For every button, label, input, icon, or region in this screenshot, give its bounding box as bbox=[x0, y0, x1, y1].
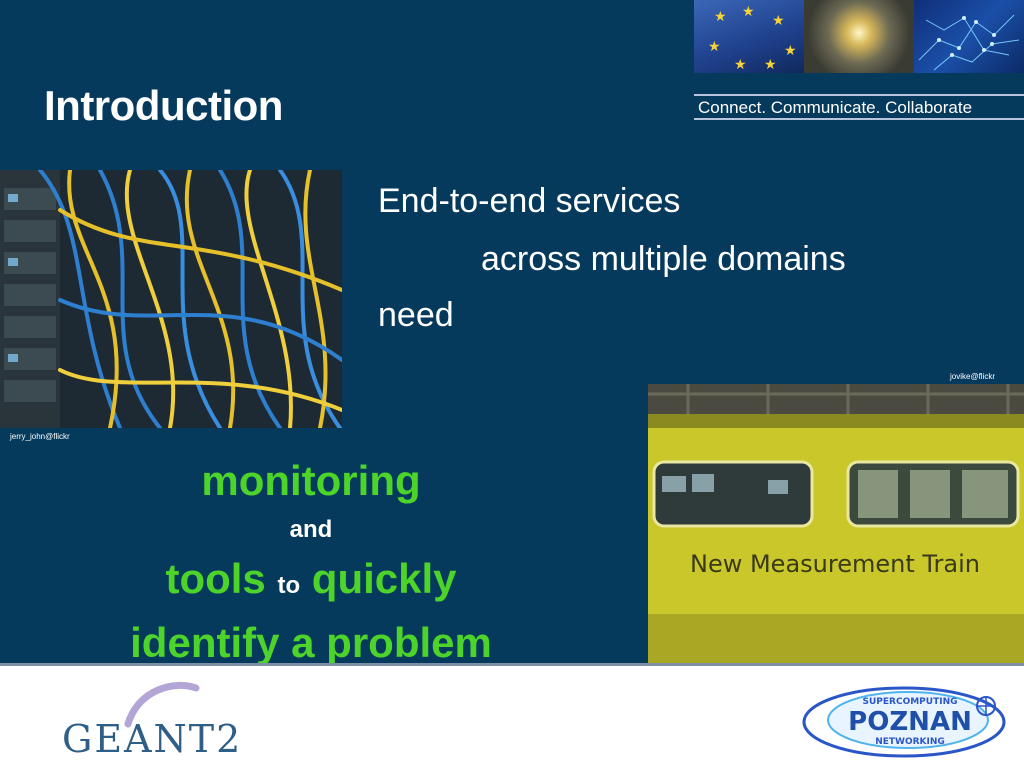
light-burst-image bbox=[804, 0, 914, 73]
header-banner: ★ ★ ★ ★ ★ ★ ★ bbox=[694, 0, 1024, 73]
slide-background: Introduction ★ ★ ★ ★ ★ ★ ★ bbox=[0, 0, 1024, 663]
poznan-logo: SUPERCOMPUTING POZNAN NETWORKING bbox=[800, 682, 1012, 760]
network-map-image bbox=[914, 0, 1024, 73]
geant2-logo: GEANT2 bbox=[62, 676, 262, 762]
emphasis-identify: identify a problem bbox=[130, 619, 492, 663]
cables-photo-credit: jerry_john@flickr bbox=[10, 432, 70, 441]
poznan-logo-main: POZNAN bbox=[848, 707, 972, 737]
emphasis-and: and bbox=[289, 516, 333, 543]
train-sign-text: New Measurement Train bbox=[690, 550, 980, 578]
emphasis-monitoring: monitoring bbox=[201, 457, 421, 504]
emphasis-tools-line: tools to quickly bbox=[100, 553, 522, 612]
train-photo: New Measurement Train bbox=[648, 384, 1024, 663]
tagline-text: Connect. Communicate. Collaborate bbox=[698, 98, 973, 117]
cables-photo bbox=[0, 170, 342, 428]
body-line-3: need bbox=[378, 296, 454, 334]
body-line-2: across multiple domains bbox=[481, 240, 846, 278]
geant2-logo-text: GEANT2 bbox=[62, 717, 242, 761]
emphasis-block: monitoring and tools to quickly identify… bbox=[100, 455, 522, 663]
emphasis-quickly: quickly bbox=[311, 555, 457, 602]
slide-title: Introduction bbox=[44, 82, 283, 129]
eu-flag-image: ★ ★ ★ ★ ★ ★ ★ bbox=[694, 0, 804, 73]
emphasis-to: to bbox=[277, 572, 301, 599]
emphasis-tools: tools bbox=[165, 555, 266, 602]
body-line-1: End-to-end services bbox=[378, 182, 681, 220]
train-photo-credit: jovike@flickr bbox=[950, 372, 996, 381]
poznan-logo-top: SUPERCOMPUTING bbox=[863, 697, 958, 707]
tagline-bar: Connect. Communicate. Collaborate bbox=[694, 94, 1024, 120]
footer-divider bbox=[0, 663, 1024, 666]
poznan-logo-bottom: NETWORKING bbox=[875, 737, 945, 747]
